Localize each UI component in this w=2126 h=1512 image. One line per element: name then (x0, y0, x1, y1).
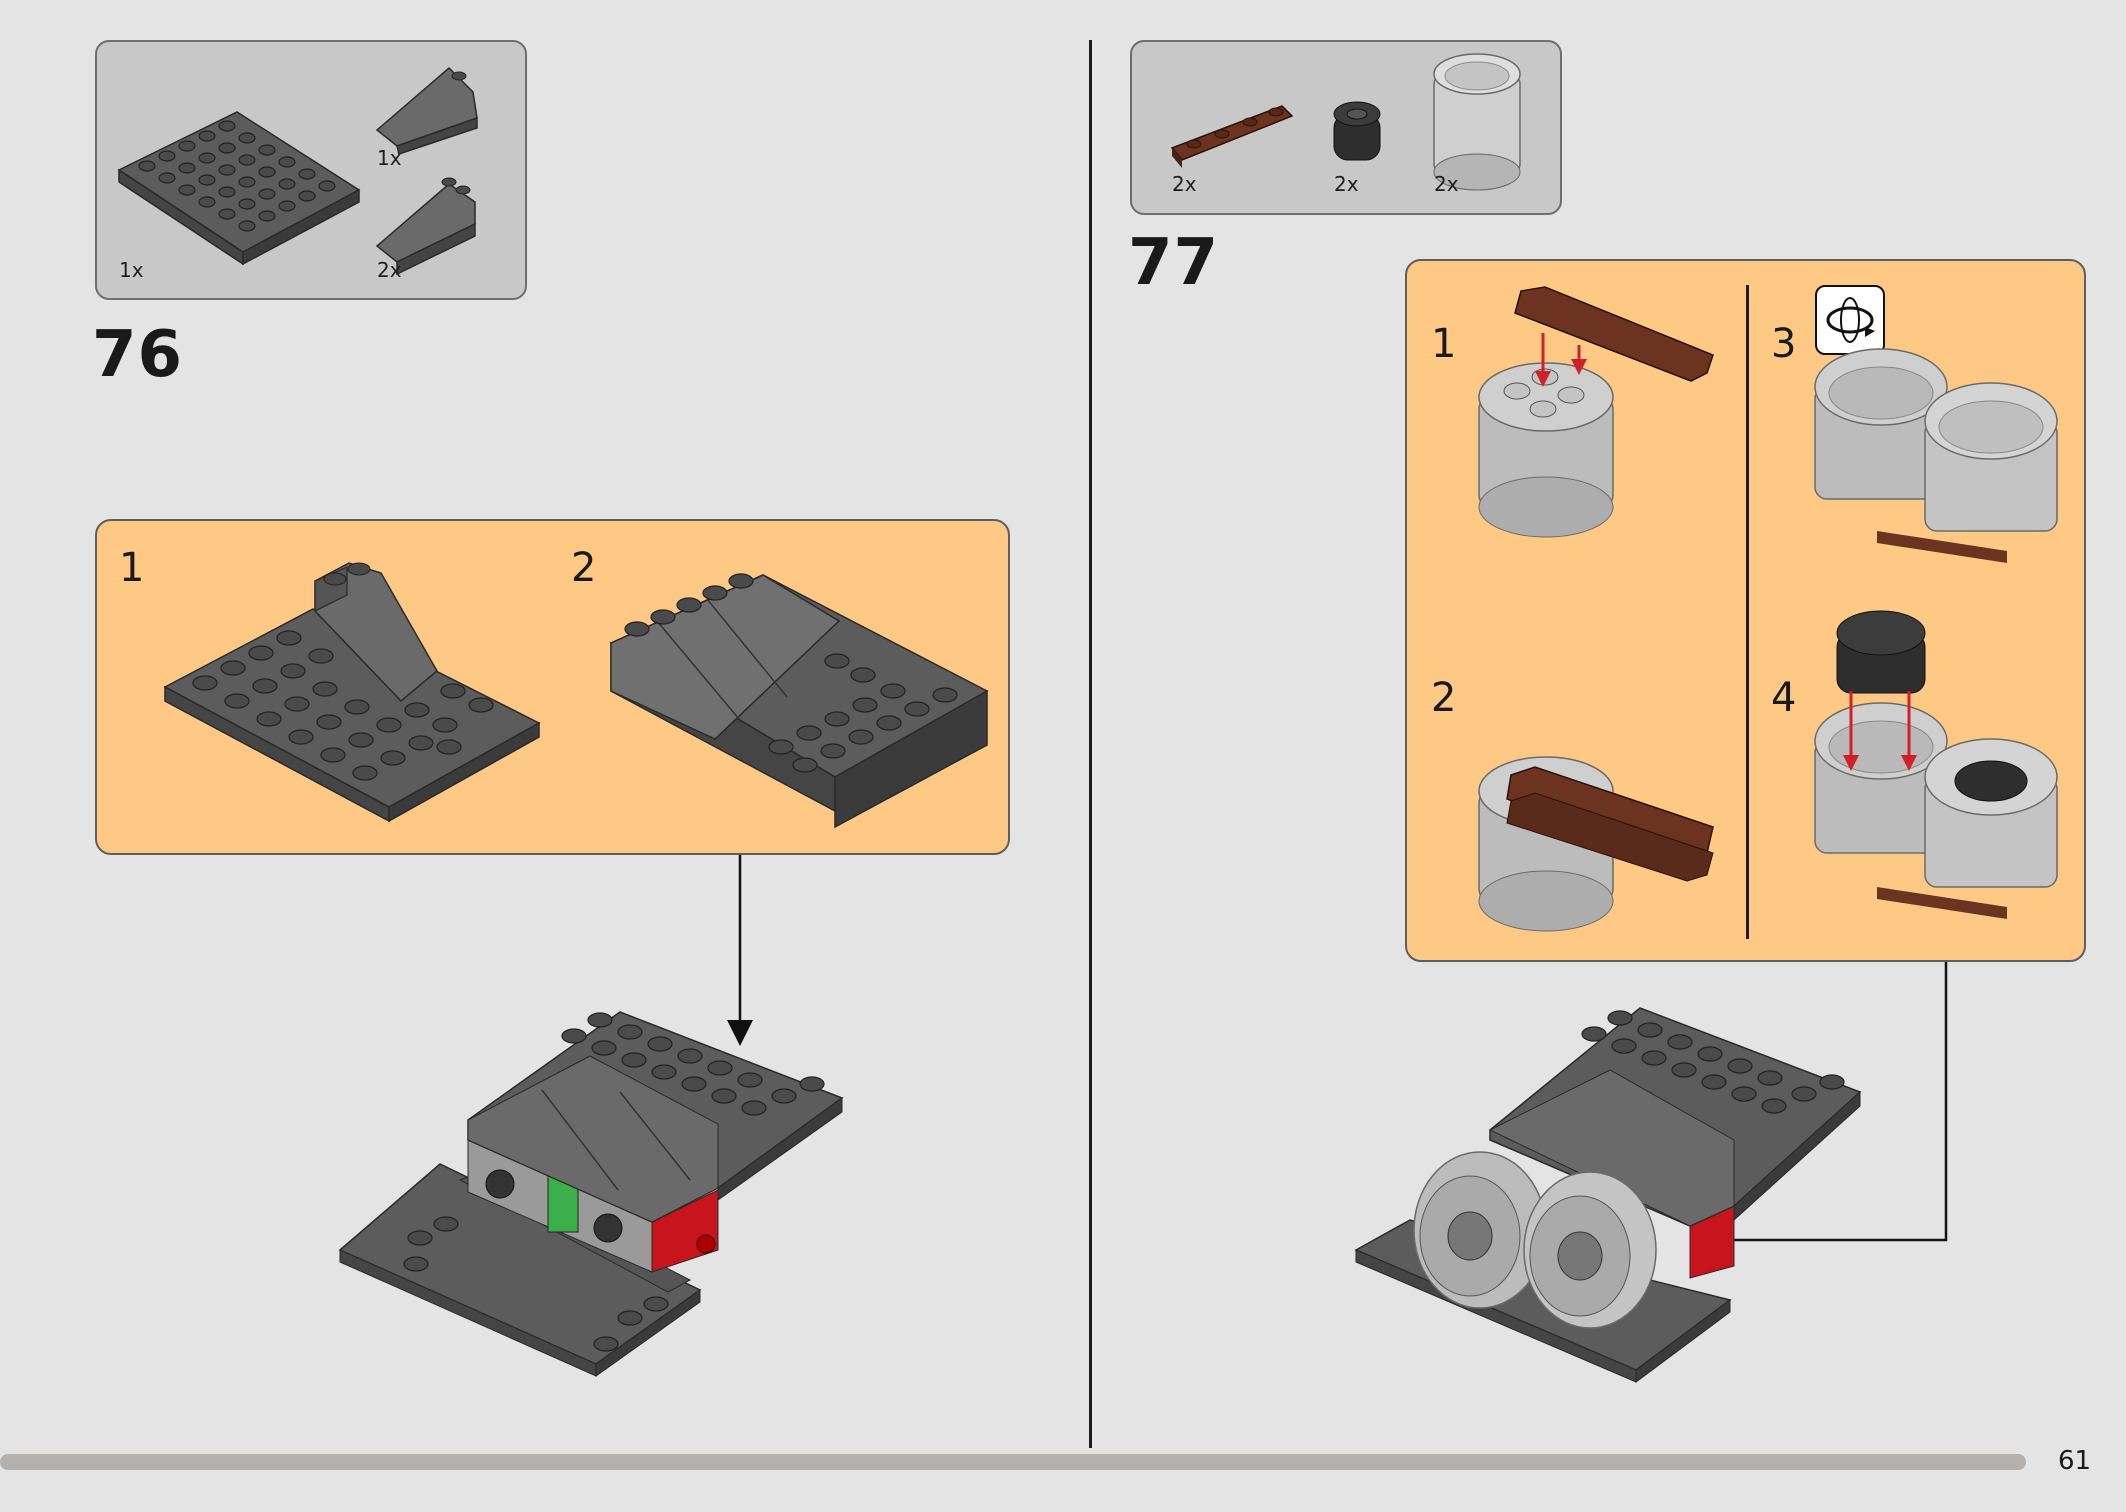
light-gray-wall-icon (467, 1139, 653, 1273)
step-77-sub-assembly-panel: 1 2 3 4 (1405, 259, 2086, 962)
cylinder-assembled-icon (1478, 756, 1714, 932)
plate-with-wedge-icon (163, 562, 541, 823)
sub-step-number: 1 (119, 545, 145, 591)
step-77-parts-illustration (1170, 53, 1521, 191)
rotate-model-icon (1815, 285, 1885, 355)
cylinder-with-plate-icon (1478, 286, 1714, 538)
plate-with-slopes-icon (609, 573, 989, 829)
dark-gray-wedge-slope-icon (375, 66, 478, 155)
black-round-brick-icon (1333, 101, 1381, 161)
slope-roof-icon (467, 1011, 844, 1223)
part-qty-cylinder: 2x (1434, 172, 1459, 196)
slope-roof-icon (1488, 1007, 1862, 1227)
light-gray-round-cylinder-icon (1433, 53, 1521, 191)
step-77-parts-box: 2x 2x 2x (1130, 40, 1562, 215)
part-qty-wedge: 1x (377, 146, 402, 170)
step-number-77: 77 (1128, 226, 1220, 300)
page-divider (1089, 40, 1092, 1448)
step-76-parts-illustration (117, 66, 478, 276)
sub-step-number: 2 (1431, 675, 1457, 721)
part-qty-brown-plate: 2x (1172, 172, 1197, 196)
sub-step-divider (1746, 285, 1749, 939)
base-plate-icon (338, 1163, 702, 1377)
part-qty-black-round: 2x (1334, 172, 1359, 196)
base-plate-icon (1354, 1219, 1732, 1383)
progress-bar (0, 1454, 2026, 1470)
cylinder-engines-icon (1413, 1151, 1657, 1329)
page-number: 61 (2058, 1446, 2092, 1476)
dark-gray-slope-brick-icon (375, 177, 476, 276)
dark-gray-plate-6x6-icon (117, 111, 361, 266)
part-qty-plate: 1x (119, 258, 144, 282)
red-side-brick-icon (1689, 1205, 1735, 1279)
part-qty-slope: 2x (377, 258, 402, 282)
sub-step-number: 3 (1771, 321, 1797, 367)
brown-plate-1x4-icon (1170, 105, 1294, 168)
step-76-sub-illustration (163, 562, 989, 829)
step-number-76: 76 (92, 318, 184, 392)
sub-step-number: 2 (571, 545, 597, 591)
step-76-parts-box: 1x 1x 2x (95, 40, 527, 300)
two-cylinders-icon (1814, 348, 2058, 563)
sub-step-number: 1 (1431, 321, 1457, 367)
step-76-sub-assembly-panel: 1 2 (95, 519, 1010, 855)
sub-step-number: 4 (1771, 675, 1797, 721)
two-cylinders-with-round-brick-icon (1814, 610, 2058, 919)
red-side-brick-icon (651, 1189, 719, 1273)
step-77-sub-illustration (1478, 286, 2058, 932)
